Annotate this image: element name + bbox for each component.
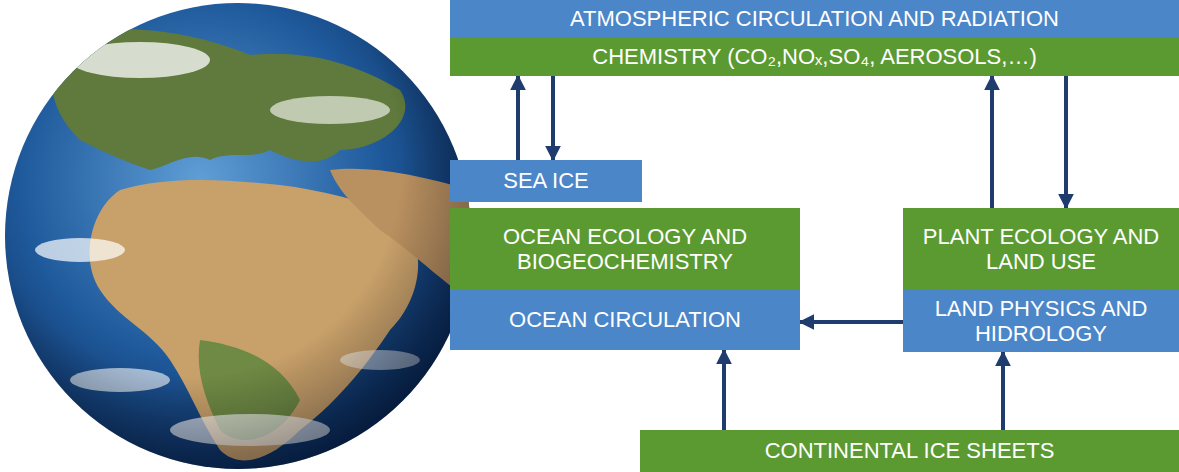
atmosphere-band: ATMOSPHERIC CIRCULATION AND RADIATION (450, 0, 1179, 38)
flow-arrow (990, 76, 994, 208)
ocean-circulation-box: OCEAN CIRCULATION (450, 290, 800, 350)
flow-arrow (1064, 76, 1068, 208)
flow-arrow (1001, 352, 1005, 430)
box-label: CONTINENTAL ICE SHEETS (765, 438, 1055, 463)
flow-arrow (800, 320, 903, 324)
box-label: OCEAN ECOLOGY AND BIOGEOCHEMISTRY (460, 224, 790, 275)
globe-shade (5, 3, 471, 469)
box-label: OCEAN CIRCULATION (509, 307, 741, 332)
box-label: CHEMISTRY (CO₂,NOₓ,SO₄, AEROSOLS,…) (592, 44, 1036, 69)
flow-arrow (551, 76, 555, 160)
ocean-sphere (5, 3, 471, 469)
sea-ice-box: SEA ICE (450, 160, 642, 202)
land-physics-box: LAND PHYSICS AND HIDROLOGY (903, 290, 1179, 352)
box-label: SEA ICE (503, 168, 589, 193)
ocean-ecology-box: OCEAN ECOLOGY AND BIOGEOCHEMISTRY (450, 208, 800, 290)
flow-arrow (516, 76, 520, 160)
earth-globe (0, 0, 480, 472)
box-label: LAND PHYSICS AND HIDROLOGY (913, 296, 1169, 347)
ice-sheets-box: CONTINENTAL ICE SHEETS (640, 430, 1179, 472)
box-label: ATMOSPHERIC CIRCULATION AND RADIATION (570, 6, 1059, 31)
plant-ecology-box: PLANT ECOLOGY AND LAND USE (903, 208, 1179, 290)
flow-arrow (722, 350, 726, 430)
box-label: PLANT ECOLOGY AND LAND USE (913, 224, 1169, 275)
chemistry-band: CHEMISTRY (CO₂,NOₓ,SO₄, AEROSOLS,…) (450, 38, 1179, 76)
